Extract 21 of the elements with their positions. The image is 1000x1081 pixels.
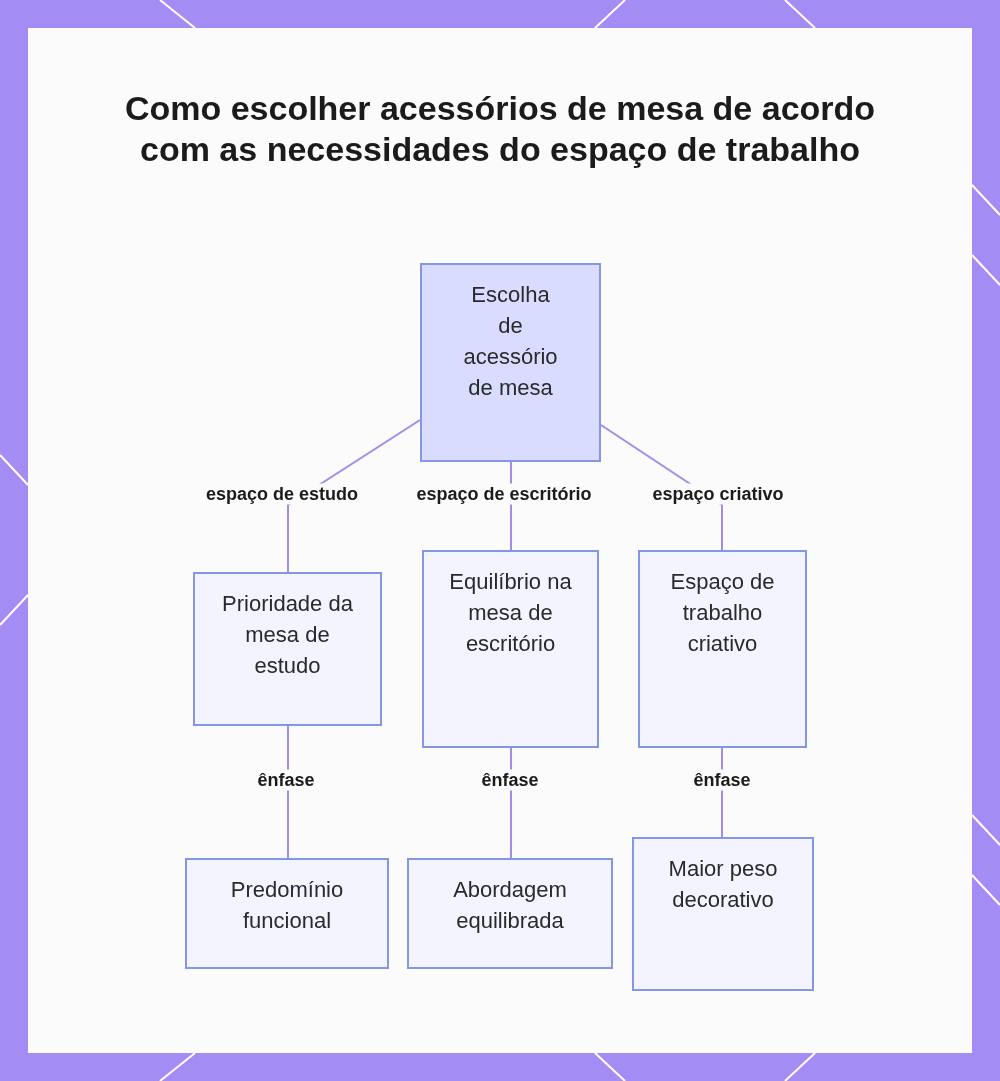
process-box bbox=[407, 858, 613, 969]
process-box bbox=[185, 858, 389, 969]
edge-label: ênfase bbox=[691, 769, 753, 791]
node-text: Escolha de acessório de mesa bbox=[462, 281, 559, 402]
edge-label: ênfase bbox=[255, 769, 317, 791]
process-box bbox=[422, 550, 599, 748]
node-text: Equilíbrio na mesa de escritório bbox=[448, 568, 573, 658]
edge-label: espaço de escritório bbox=[414, 483, 594, 505]
title: Como escolher acessórios de mesa de acordo com as necessidades do espaço de trabalho bbox=[123, 88, 877, 170]
node-text: Predomínio funcional bbox=[229, 876, 345, 935]
node-text: Abordagem equilibrada bbox=[452, 876, 568, 935]
node-text: Maior peso decorativo bbox=[667, 855, 779, 914]
node-text: Espaço de trabalho criativo bbox=[669, 568, 776, 658]
edge-label: ênfase bbox=[479, 769, 541, 791]
edge-label: espaço de estudo bbox=[204, 483, 360, 505]
process-box bbox=[632, 837, 814, 991]
process-box bbox=[638, 550, 807, 748]
process-box bbox=[193, 572, 382, 726]
node-text: Prioridade da mesa de estudo bbox=[221, 590, 354, 680]
edge-label: espaço criativo bbox=[650, 483, 786, 505]
process-box bbox=[420, 263, 601, 462]
